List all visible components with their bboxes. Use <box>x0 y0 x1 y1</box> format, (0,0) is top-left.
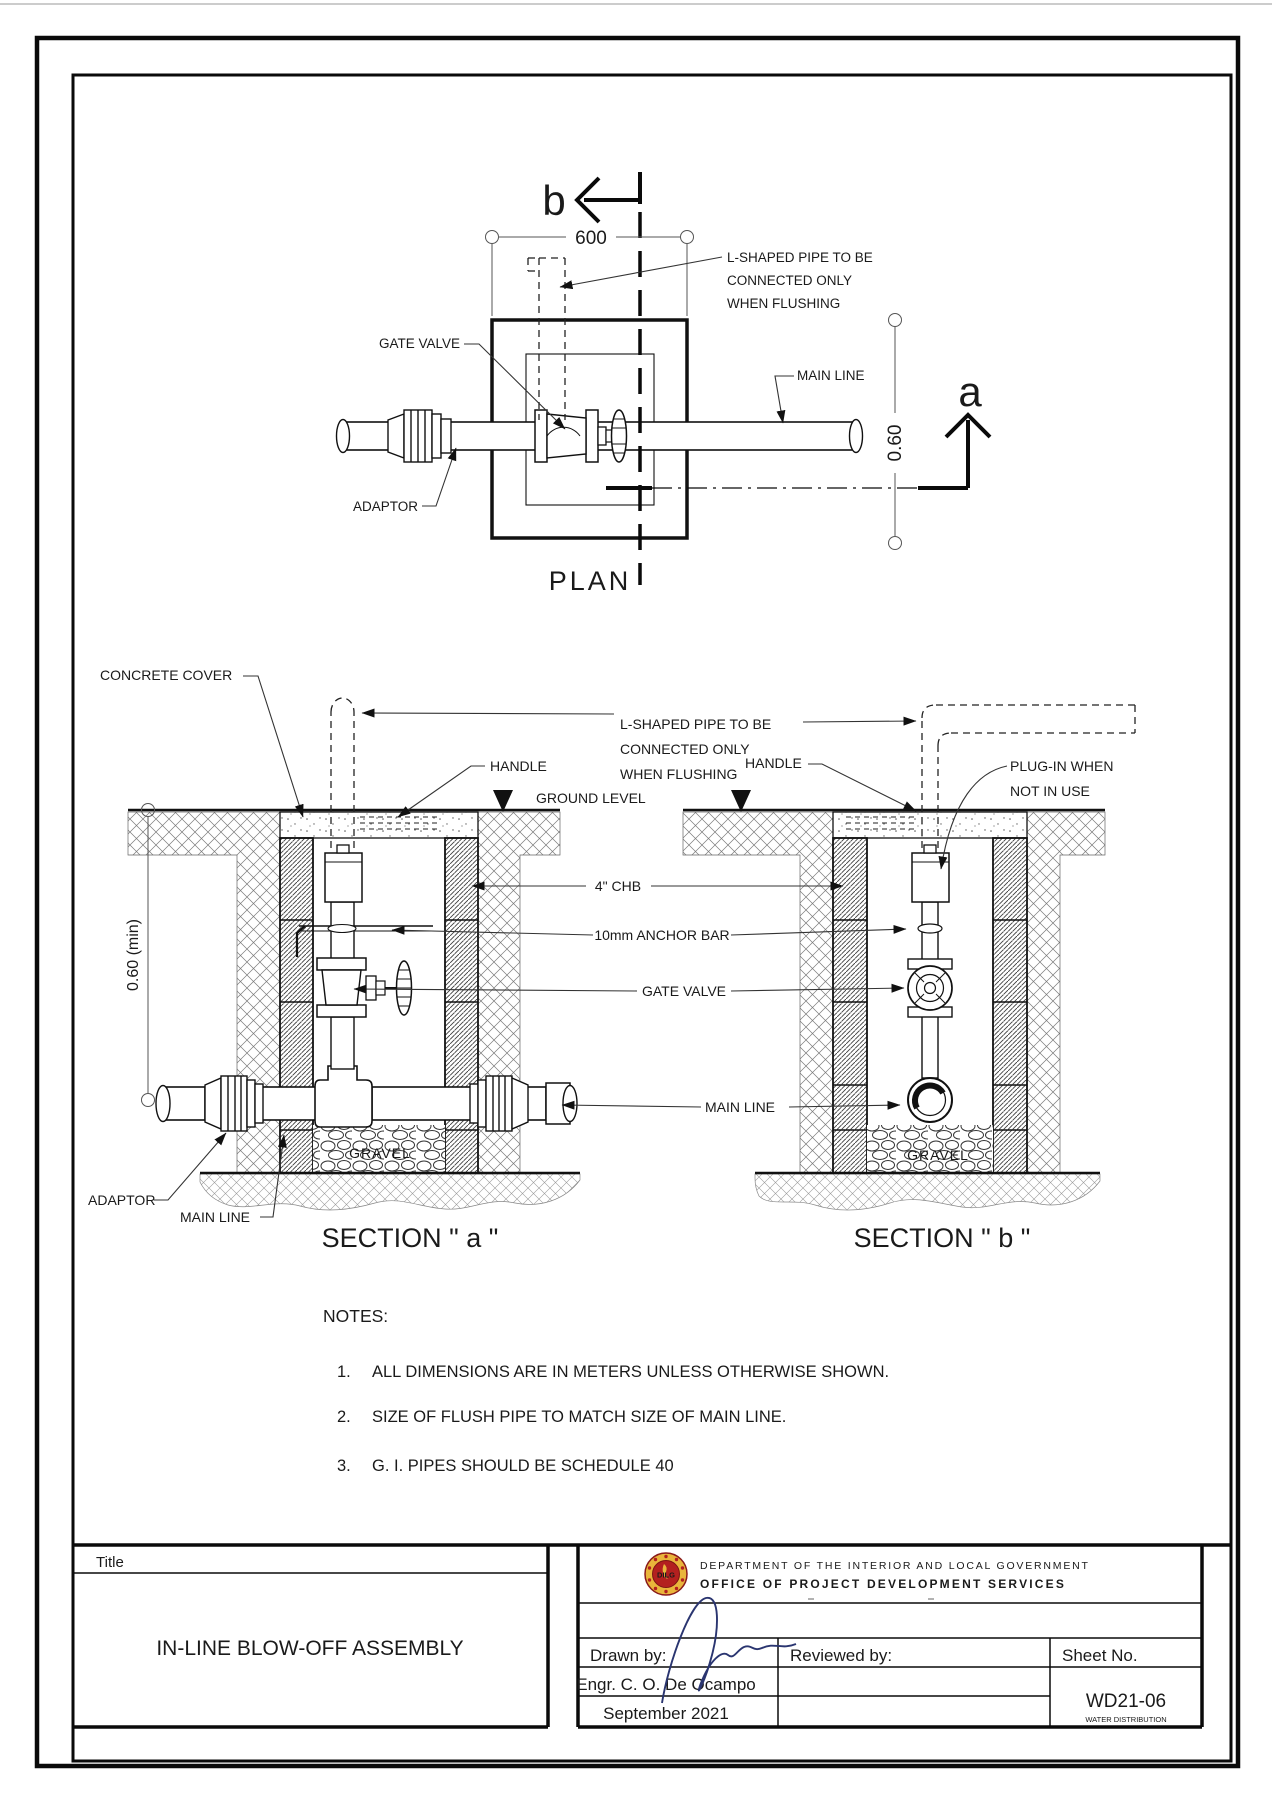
plan-label-adaptor: ADAPTOR <box>353 499 418 514</box>
plan-label-main-line: MAIN LINE <box>797 368 865 383</box>
ground-level-triangle-a <box>493 790 513 812</box>
section-b-bell-elbow <box>907 1077 953 1123</box>
plan-cut-label-b: b <box>542 177 565 224</box>
label-main-line-center: MAIN LINE <box>705 1099 775 1115</box>
section-b-caption: SECTION " b " <box>854 1223 1031 1253</box>
section-labels: L-SHAPED PIPE TO BE CONNECTED ONLY WHEN … <box>88 667 1113 1225</box>
drawing-title: IN-LINE BLOW-OFF ASSEMBLY <box>156 1637 463 1660</box>
plan-section-cut-a <box>606 412 992 490</box>
plan-label-gate-valve: GATE VALVE <box>379 336 460 351</box>
section-a-adaptor-right <box>469 1075 529 1132</box>
label-ground-level: GROUND LEVEL <box>536 790 646 806</box>
plan-leader-lines <box>422 256 794 507</box>
sheet-no-value: WD21-06 <box>1086 1691 1166 1712</box>
section-leader-lines <box>154 675 1008 1218</box>
notes-block: NOTES: 1. ALL DIMENSIONS ARE IN METERS U… <box>323 1306 889 1475</box>
reviewed-by-label: Reviewed by: <box>790 1646 892 1665</box>
logo-map-shape <box>662 1564 668 1579</box>
note-1-text: ALL DIMENSIONS ARE IN METERS UNLESS OTHE… <box>372 1363 889 1381</box>
label-main-line-a: MAIN LINE <box>180 1209 250 1225</box>
section-a-gate-valve <box>316 957 413 1018</box>
dilg-logo: DILG <box>644 1552 688 1596</box>
plan-caption: PLAN <box>549 566 632 596</box>
sheet-borders <box>34 35 1241 1769</box>
section-b-gate-valve <box>907 958 953 1018</box>
section-a-caption: SECTION " a " <box>322 1223 499 1253</box>
section-a-assembly <box>155 697 578 1132</box>
label-plug-in-1: PLUG-IN WHEN <box>1010 758 1113 774</box>
agency-line1: DEPARTMENT OF THE INTERIOR AND LOCAL GOV… <box>700 1560 1090 1572</box>
label-gate-valve: GATE VALVE <box>642 983 726 999</box>
logo-text: DILG <box>657 1571 675 1580</box>
label-handle-b: HANDLE <box>745 755 802 771</box>
drawn-by-label: Drawn by: <box>590 1646 667 1665</box>
plan-labels: L-SHAPED PIPE TO BE CONNECTED ONLY WHEN … <box>353 250 873 514</box>
plan-dim-060-text: 0.60 <box>885 425 906 462</box>
plan-dim-600 <box>485 230 694 316</box>
plan-dim-600-text: 600 <box>575 228 607 249</box>
note-2-text: SIZE OF FLUSH PIPE TO MATCH SIZE OF MAIN… <box>372 1408 786 1426</box>
label-anchor-bar: 10mm ANCHOR BAR <box>594 927 729 943</box>
sections-view: 0.60 (min) L-SHAPED PIPE TO BE CONNECTED… <box>88 667 1136 1253</box>
section-a-anchor-bar <box>295 923 433 957</box>
plan-label-lshaped-3: WHEN FLUSHING <box>727 296 840 311</box>
subsoil-bands <box>199 1173 1101 1211</box>
plan-gate-valve <box>534 409 628 463</box>
section-b-flush-ghost <box>921 704 1136 848</box>
ground-level-triangle-b <box>731 790 751 812</box>
notes-heading: NOTES: <box>323 1306 388 1326</box>
label-chb: 4" CHB <box>595 878 641 894</box>
label-lshaped-1: L-SHAPED PIPE TO BE <box>620 716 771 732</box>
sheet-no-label: Sheet No. <box>1062 1646 1138 1665</box>
plan-adaptor-union <box>387 409 452 463</box>
note-2-num: 2. <box>337 1408 351 1426</box>
section-b-assembly <box>907 704 1136 1123</box>
agency-line2: OFFICE OF PROJECT DEVELOPMENT SERVICES <box>700 1577 1066 1591</box>
chb-walls <box>279 837 1028 1174</box>
label-handle-a: HANDLE <box>490 758 547 774</box>
handle-recess-dashes <box>360 816 918 830</box>
section-a-riser <box>324 844 363 1070</box>
plan-section-cut-b <box>574 172 642 585</box>
title-block: Title IN-LINE BLOW-OFF ASSEMBLY DILG DEP… <box>73 1543 1231 1729</box>
label-lshaped-2: CONNECTED ONLY <box>620 741 750 757</box>
concrete-covers <box>279 811 1028 839</box>
plan-cut-label-a: a <box>958 368 982 415</box>
title-block-lines <box>73 1543 1231 1729</box>
plan-view: b a 600 0.60 L-SHA <box>335 172 992 596</box>
gravel-beds <box>313 1125 993 1173</box>
section-a-flush-ghost <box>330 697 355 848</box>
sheet-category: WATER DISTRIBUTION <box>1085 1715 1166 1724</box>
ground-level-markers <box>493 790 751 812</box>
label-lshaped-3: WHEN FLUSHING <box>620 766 737 782</box>
note-1-num: 1. <box>337 1363 351 1381</box>
note-3-text: G. I. PIPES SHOULD BE SCHEDULE 40 <box>372 1457 674 1475</box>
label-adaptor-a: ADAPTOR <box>88 1192 155 1208</box>
section-a-tee <box>314 1065 373 1128</box>
plan-label-lshaped-2: CONNECTED ONLY <box>727 273 852 288</box>
title-label: Title <box>96 1554 124 1571</box>
note-3-num: 3. <box>337 1457 351 1475</box>
section-dim-060min-text: 0.60 (min) <box>125 919 142 991</box>
label-plug-in-2: NOT IN USE <box>1010 783 1090 799</box>
signature-scribble <box>661 1597 797 1704</box>
plan-dim-060 <box>888 313 902 550</box>
section-a-adaptor-left <box>204 1075 264 1132</box>
label-gravel-b: GRAVEL <box>907 1147 969 1163</box>
drawn-date: September 2021 <box>603 1704 729 1723</box>
label-concrete-cover: CONCRETE COVER <box>100 667 232 683</box>
plan-label-lshaped-1: L-SHAPED PIPE TO BE <box>727 250 873 265</box>
plan-flush-pipe-ghost <box>527 257 566 420</box>
section-dim-060min <box>141 803 155 1107</box>
label-gravel-a: GRAVEL <box>349 1145 411 1161</box>
